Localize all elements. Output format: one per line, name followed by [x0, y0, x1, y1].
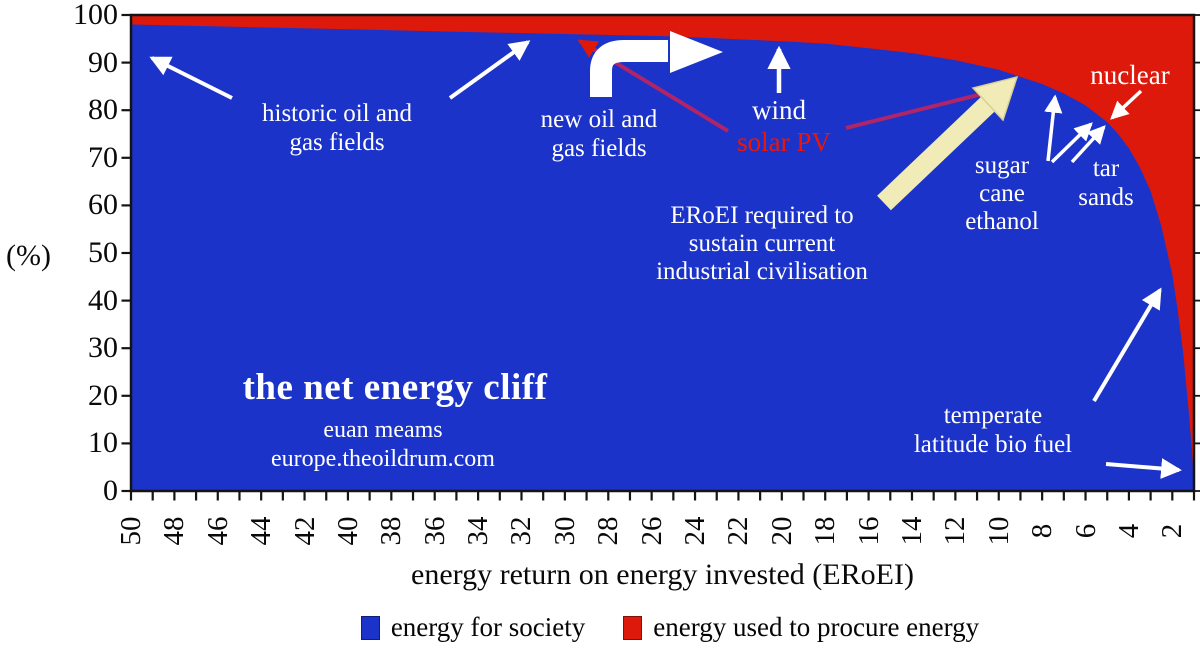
- x-tick-label: 26: [635, 516, 668, 546]
- y-tick-label: 80: [88, 93, 118, 127]
- x-tick-label: 10: [982, 516, 1015, 546]
- annotation-nuclear: nuclear: [1090, 60, 1170, 90]
- new-oil-curved-arrowhead: [670, 31, 723, 73]
- legend-swatch-energy-for-society: [360, 615, 380, 640]
- x-tick-label: 12: [939, 516, 972, 546]
- x-tick-label: 8: [1026, 523, 1059, 539]
- x-tick-label: 38: [375, 516, 408, 546]
- x-tick-label: 36: [418, 516, 451, 546]
- annotation-temperate-biofuel: temperate latitude bio fuel: [913, 402, 1073, 458]
- x-tick-label: 22: [722, 516, 755, 546]
- biofuel-arrow-upper: [1092, 287, 1162, 403]
- legend-swatch-energy-used: [623, 615, 643, 640]
- x-tick-label: 32: [505, 516, 538, 546]
- x-tick-label: 2: [1156, 523, 1189, 539]
- legend-label-energy-for-society: energy for society: [390, 612, 586, 642]
- annotation-wind: wind: [752, 95, 806, 125]
- legend-item-energy-for-society: energy for society: [360, 612, 586, 643]
- x-tick-label: 46: [201, 516, 234, 546]
- x-tick-label: 44: [245, 516, 278, 546]
- historic-arrow-left: [149, 56, 233, 100]
- annotation-historic-oil-gas: historic oil and gas fields: [262, 100, 412, 156]
- x-tick-label: 6: [1069, 523, 1102, 539]
- x-tick-label: 48: [158, 516, 191, 546]
- annotation-eroei-required: ERoEI required to sustain current indust…: [656, 202, 868, 285]
- x-tick-label: 40: [331, 516, 364, 546]
- x-tick-label: 4: [1112, 523, 1145, 539]
- y-tick-label: 90: [88, 45, 118, 79]
- y-tick-label: 20: [88, 378, 118, 412]
- x-tick-label: 16: [852, 516, 885, 546]
- biofuel-arrow-lower: [1105, 458, 1182, 479]
- y-tick-label: 0: [103, 474, 118, 507]
- tar-sands-arrow: [1070, 125, 1106, 164]
- y-tick-label: 10: [88, 426, 118, 460]
- y-tick-label: 30: [88, 331, 118, 365]
- x-tick-label: 42: [288, 516, 321, 546]
- chart-title: the net energy cliff: [242, 367, 548, 408]
- x-tick-label: 34: [462, 516, 495, 546]
- blue-area-energy-for-society: [131, 24, 1194, 491]
- y-tick-label: 60: [88, 188, 118, 222]
- y-tick-label: 70: [88, 140, 118, 174]
- plot-frame: [129, 13, 1196, 493]
- annotation-solar-pv: solar PV: [737, 127, 831, 157]
- axis-ticks: [121, 13, 1200, 501]
- x-axis-label: energy return on energy invested (ERoEI): [411, 558, 914, 591]
- x-tick-label: 30: [548, 516, 581, 546]
- legend-item-energy-used: energy used to procure energy: [623, 612, 979, 643]
- eroei-yellow-arrowhead: [971, 75, 1019, 122]
- chart-byline: euan meams: [323, 417, 443, 443]
- x-tick-label: 14: [895, 516, 928, 546]
- x-tick-label: 24: [679, 516, 712, 546]
- eroei-yellow-arrow-shaft: [877, 96, 995, 211]
- annotation-tar-sands: tar sands: [1078, 155, 1134, 211]
- new-oil-curved-arrow: [590, 40, 668, 97]
- x-tick-label: 50: [115, 516, 147, 546]
- x-tick-label: 20: [765, 516, 798, 546]
- historic-arrow-right: [448, 40, 531, 100]
- x-tick-label: 28: [592, 516, 625, 546]
- y-tick-label: 50: [88, 236, 118, 269]
- sugar-cane-arrow-up: [1044, 94, 1063, 162]
- legend-label-energy-used: energy used to procure energy: [653, 612, 980, 642]
- annotation-sugar-cane-ethanol: sugar cane ethanol: [965, 152, 1039, 235]
- legend: energy for society energy used to procur…: [140, 612, 1200, 643]
- annotation-new-oil-gas: new oil and gas fields: [540, 106, 658, 162]
- y-axis-label: (%): [6, 239, 51, 272]
- x-tick-label: 18: [809, 516, 842, 546]
- chart-source: europe.theoildrum.com: [271, 446, 495, 472]
- y-tick-label: 40: [88, 283, 118, 317]
- sugar-cane-arrow-diagonal: [1050, 122, 1093, 164]
- y-tick-label: 100: [73, 0, 118, 31]
- nuclear-arrow: [1110, 89, 1143, 120]
